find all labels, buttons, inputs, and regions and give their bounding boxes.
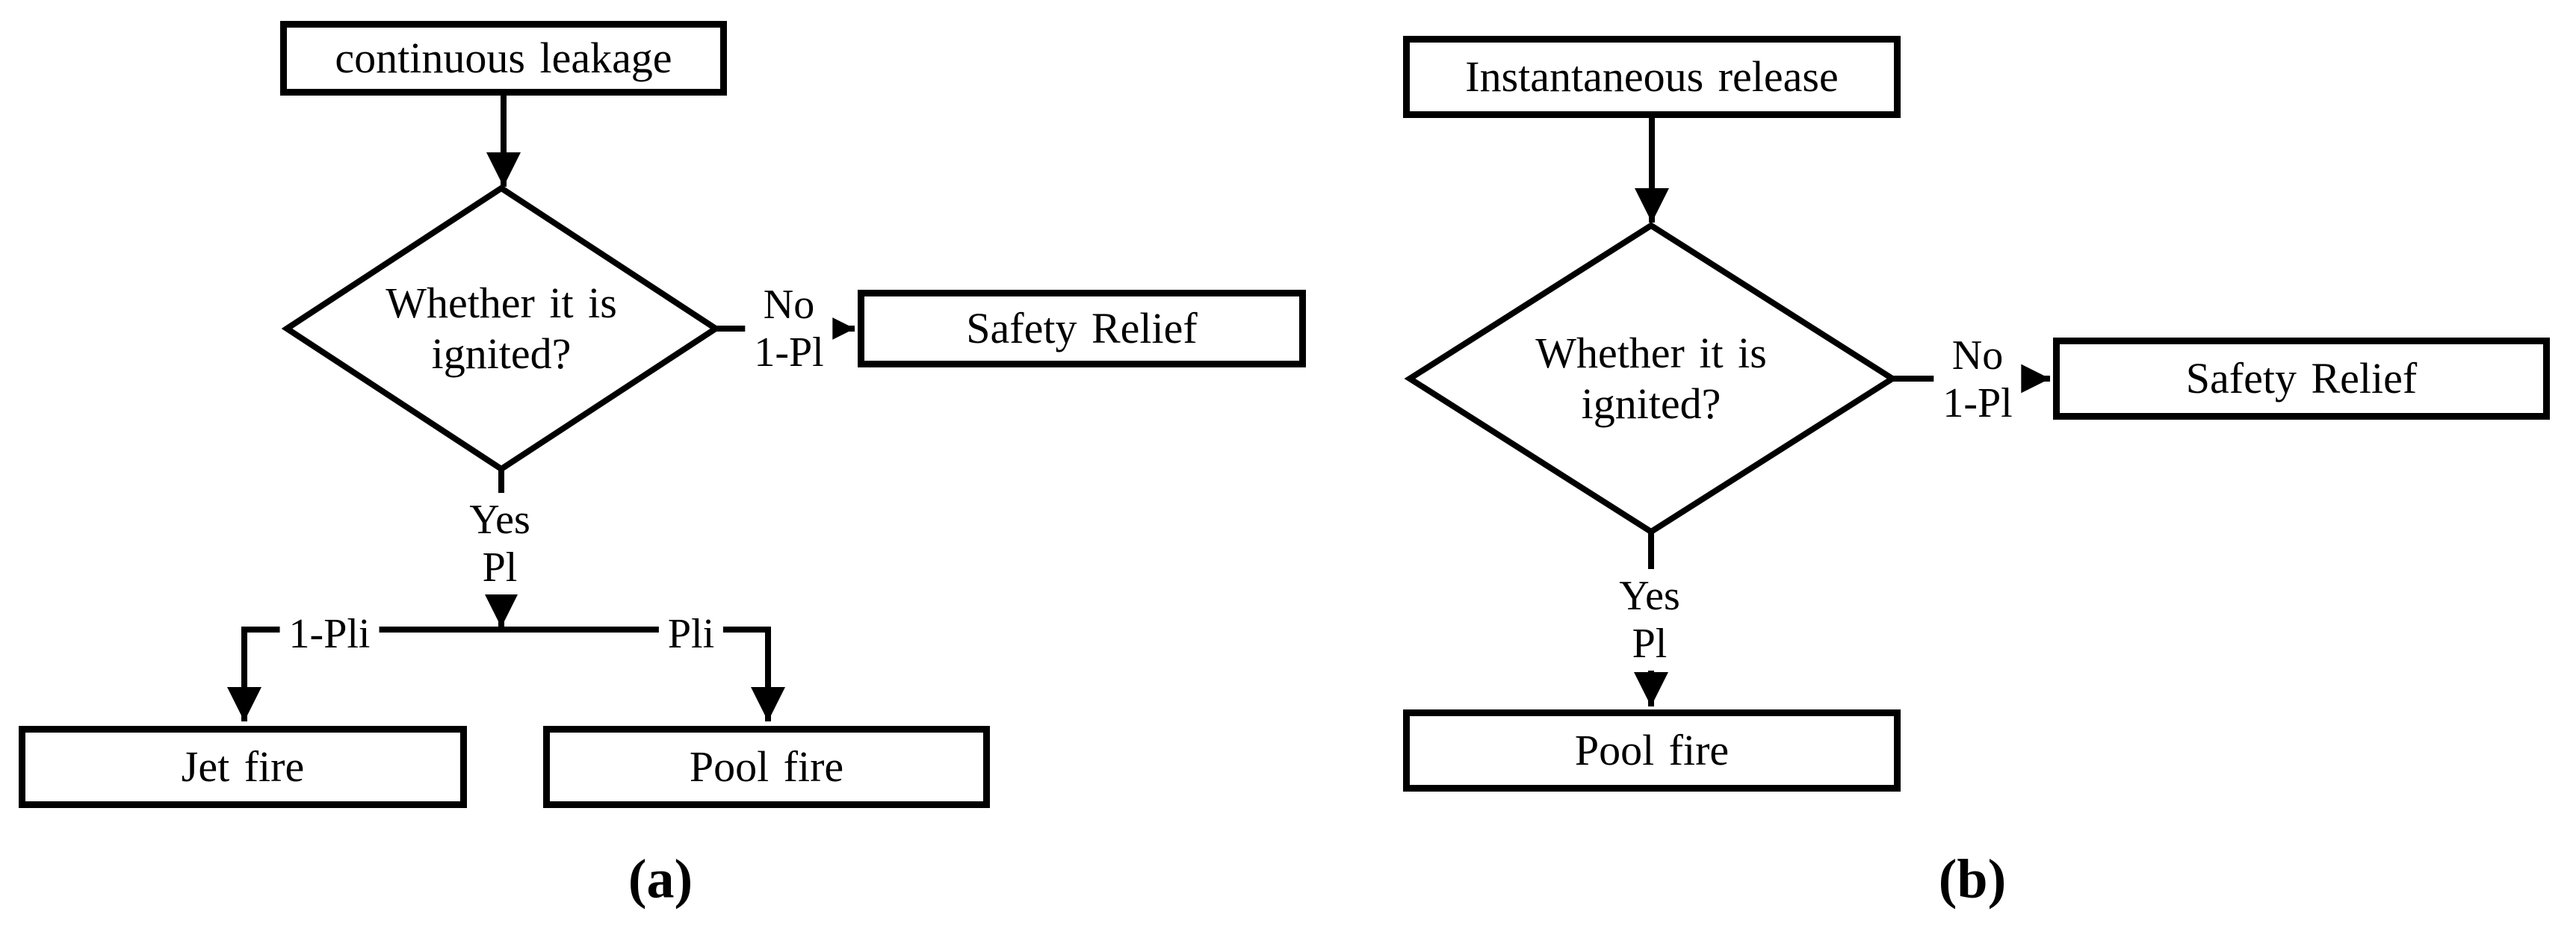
b-decision-line2: ignited? <box>1581 379 1721 428</box>
b-yes-edge-label: Yes Pl <box>1610 569 1689 671</box>
a-decision-text: Whether it is ignited? <box>307 278 696 379</box>
a-decision-line2: ignited? <box>431 329 572 378</box>
b-yes-label: Yes <box>1619 573 1680 619</box>
b-no-edge-label: No 1-Pl <box>1933 329 2022 430</box>
b-no-probability: 1-Pl <box>1942 380 2013 426</box>
b-no-label: No <box>1951 332 2004 379</box>
b-decision-text: Whether it is ignited? <box>1457 328 1845 429</box>
a-no-probability: 1-Pl <box>754 329 824 376</box>
a-decision-line1: Whether it is <box>386 279 617 327</box>
a-yes-label: Yes <box>469 497 530 543</box>
b-start-box: Instantaneous release <box>1403 36 1901 118</box>
b-caption: (b) <box>1938 848 2007 910</box>
a-no-edge-label: No 1-Pl <box>745 278 833 379</box>
a-yes-probability: Pl <box>482 544 518 591</box>
a-no-label: No <box>763 282 815 328</box>
b-yes-probability: Pl <box>1632 621 1668 667</box>
b-decision-line1: Whether it is <box>1535 329 1767 377</box>
a-safety-relief-box: Safety Relief <box>858 290 1306 367</box>
a-caption: (a) <box>628 848 693 910</box>
a-start-box: continuous leakage <box>280 21 727 96</box>
a-left-branch-probability: 1-Pli <box>279 607 380 661</box>
a-pool-fire-box: Pool fire <box>543 726 990 808</box>
b-pool-fire-box: Pool fire <box>1403 709 1901 792</box>
a-jet-fire-box: Jet fire <box>19 726 467 808</box>
a-yes-edge-label: Yes Pl <box>460 493 539 594</box>
a-right-branch-probability: Pli <box>658 607 724 661</box>
b-safety-relief-box: Safety Relief <box>2053 338 2550 420</box>
